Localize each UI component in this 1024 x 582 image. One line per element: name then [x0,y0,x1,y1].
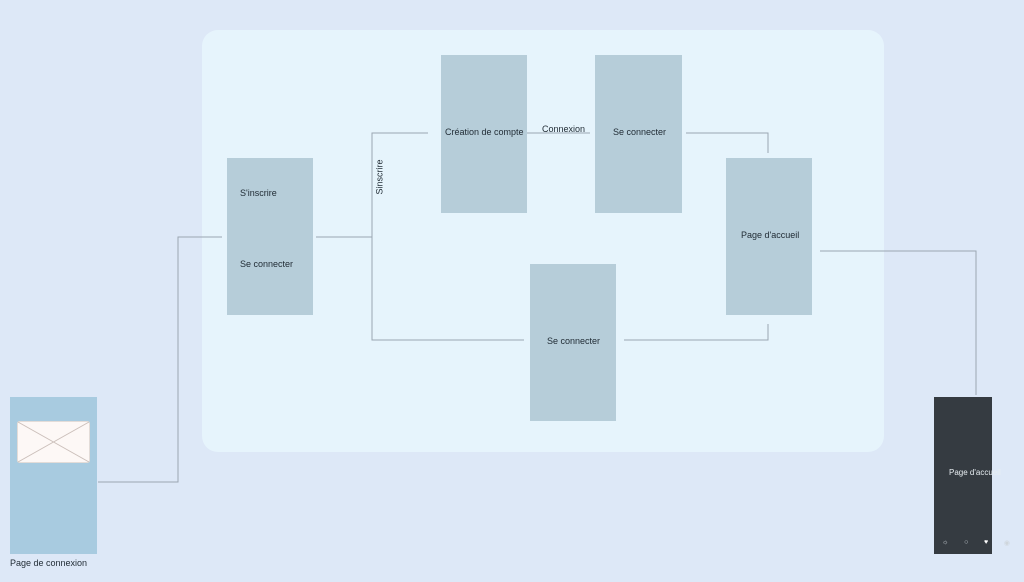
frame-title: Se connecter [547,336,601,346]
frame-login-bottom[interactable]: Se connecter [530,264,616,421]
edge-label-signup: Sinscrire [374,159,385,195]
frame-home-final[interactable]: Page d'accueil ☼ ○ ♥ ◉ [934,397,1010,554]
edge-label-connexion: Connexion [542,124,586,134]
connector-home-to-final [820,250,977,395]
connector-branch-vertical [371,132,524,341]
search-icon[interactable]: ○ [964,539,969,546]
menu-signup-label[interactable]: S'inscrire [240,188,277,198]
frame-title: Page d'accueil [741,230,800,240]
profile-icon[interactable]: ◉ [1003,540,1010,547]
frame-login-top[interactable]: Se connecter [595,55,682,213]
frame-home[interactable]: Page d'accueil [726,158,812,315]
login-page-label: Page de connexion [10,558,88,568]
frame-account-creation[interactable]: Création de compte [441,55,527,213]
image-placeholder-icon [17,421,90,463]
frame-menu[interactable]: S'inscrire Se connecter [227,158,313,315]
frame-title: Se connecter [613,127,667,137]
frame-title: Création de compte [445,127,524,137]
sun-icon[interactable]: ☼ [942,539,949,546]
bottom-nav: ☼ ○ ♥ ◉ [942,539,1010,547]
frame-login-page[interactable] [10,397,97,554]
menu-login-label[interactable]: Se connecter [240,259,294,269]
connector-login-bottom-to-home [624,324,769,341]
connector-login-to-home [686,132,769,153]
heart-icon[interactable]: ♥ [984,539,989,546]
connector-login-to-menu [98,236,222,483]
frame-title: Page d'accueil [949,468,1001,477]
